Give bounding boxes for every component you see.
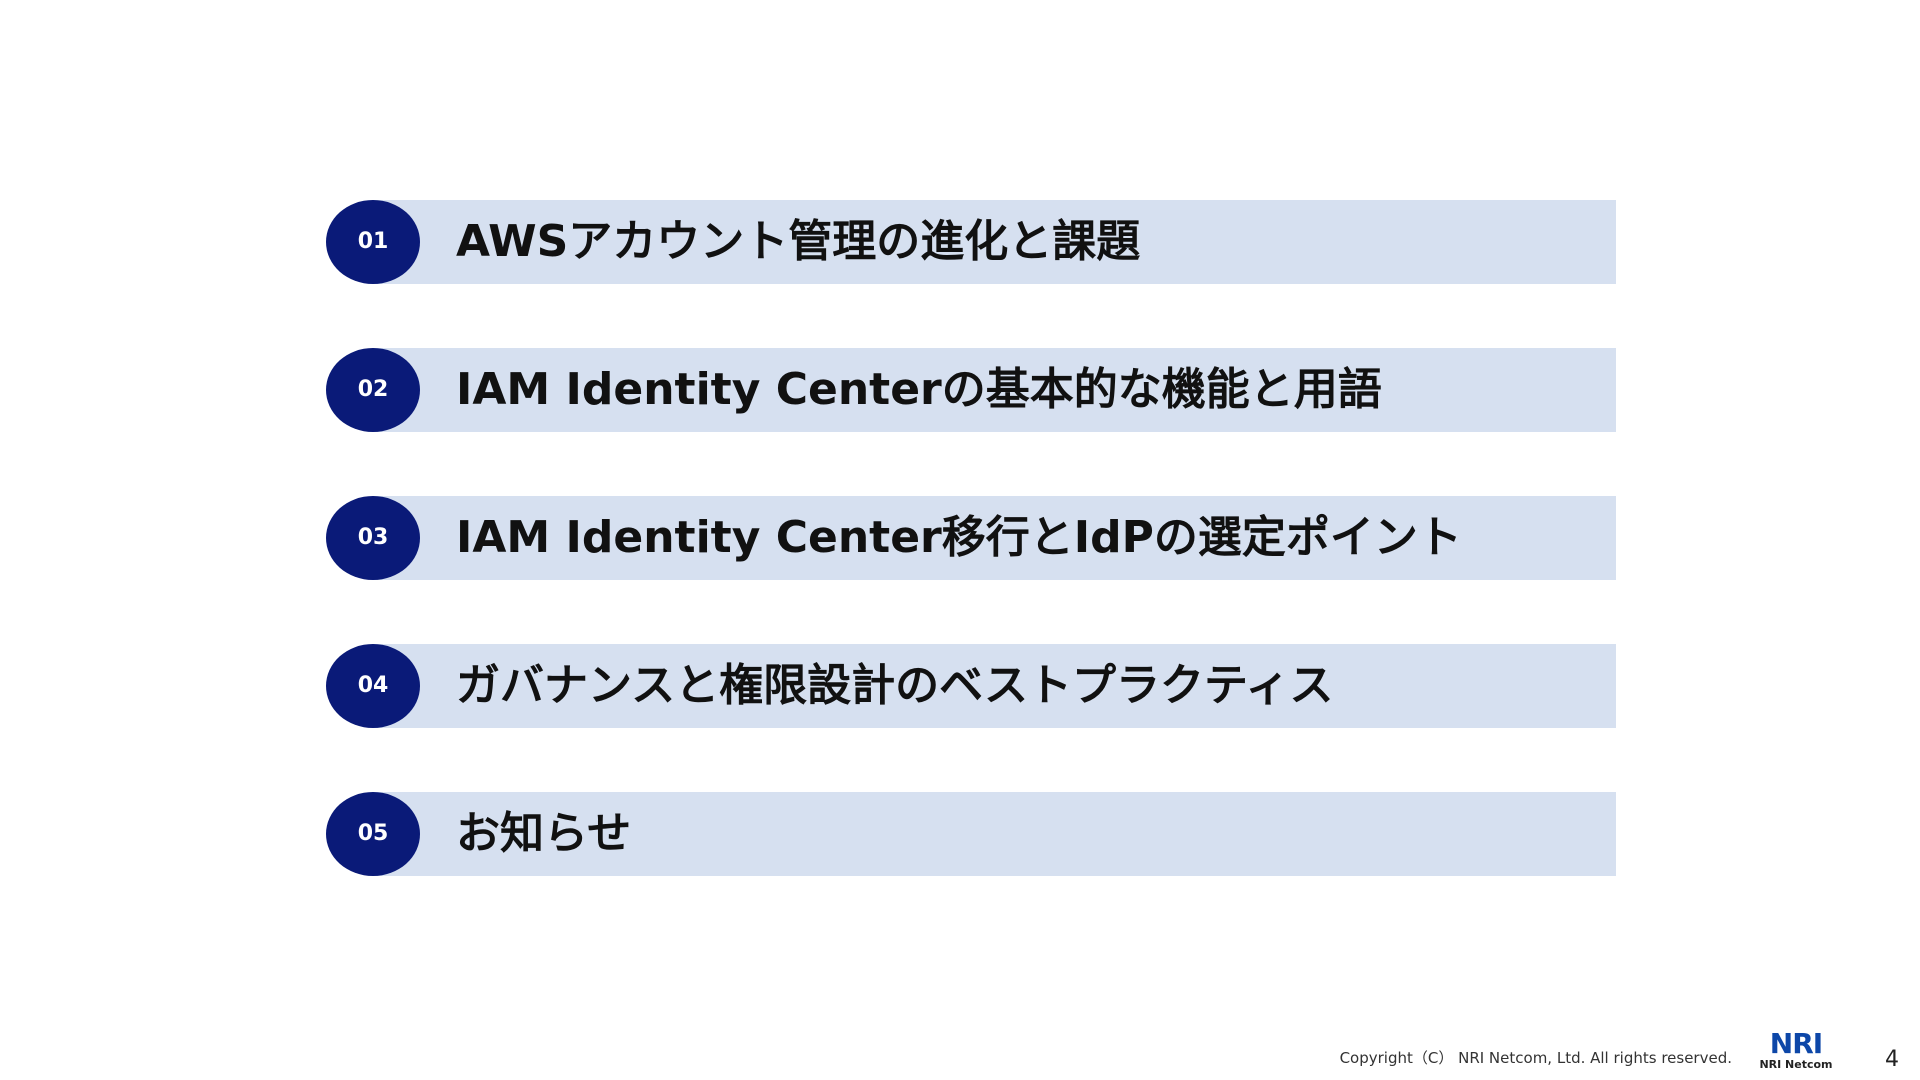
agenda-item-01: 01 AWSアカウント管理の進化と課題 <box>326 200 1616 284</box>
agenda-number-badge: 02 <box>326 348 420 432</box>
copyright-text: Copyright（C） NRI Netcom, Ltd. All rights… <box>1339 1049 1732 1067</box>
agenda-bar <box>373 348 1616 432</box>
agenda-bar <box>373 792 1616 876</box>
agenda-title: IAM Identity Centerの基本的な機能と用語 <box>456 364 1382 415</box>
agenda-bar <box>373 496 1616 580</box>
nri-netcom-logo: NRI NRI Netcom <box>1756 1030 1836 1074</box>
agenda-item-04: 04 ガバナンスと権限設計のベストプラクティス <box>326 644 1616 728</box>
agenda-item-05: 05 お知らせ <box>326 792 1616 876</box>
page-number: 4 <box>1885 1047 1899 1072</box>
agenda-item-02: 02 IAM Identity Centerの基本的な機能と用語 <box>326 348 1616 432</box>
agenda-list: 01 AWSアカウント管理の進化と課題 02 IAM Identity Cent… <box>326 200 1616 940</box>
agenda-number-badge: 05 <box>326 792 420 876</box>
agenda-number-badge: 04 <box>326 644 420 728</box>
agenda-title: お知らせ <box>456 808 632 859</box>
logo-subtext: NRI Netcom <box>1759 1058 1833 1071</box>
agenda-item-03: 03 IAM Identity Center移行とIdPの選定ポイント <box>326 496 1616 580</box>
agenda-number-badge: 01 <box>326 200 420 284</box>
agenda-title: AWSアカウント管理の進化と課題 <box>456 216 1141 267</box>
agenda-bar <box>373 200 1616 284</box>
agenda-number-badge: 03 <box>326 496 420 580</box>
logo-mark: NRI <box>1769 1027 1823 1060</box>
agenda-bar <box>373 644 1616 728</box>
agenda-title: IAM Identity Center移行とIdPの選定ポイント <box>456 512 1462 563</box>
agenda-title: ガバナンスと権限設計のベストプラクティス <box>456 660 1334 711</box>
